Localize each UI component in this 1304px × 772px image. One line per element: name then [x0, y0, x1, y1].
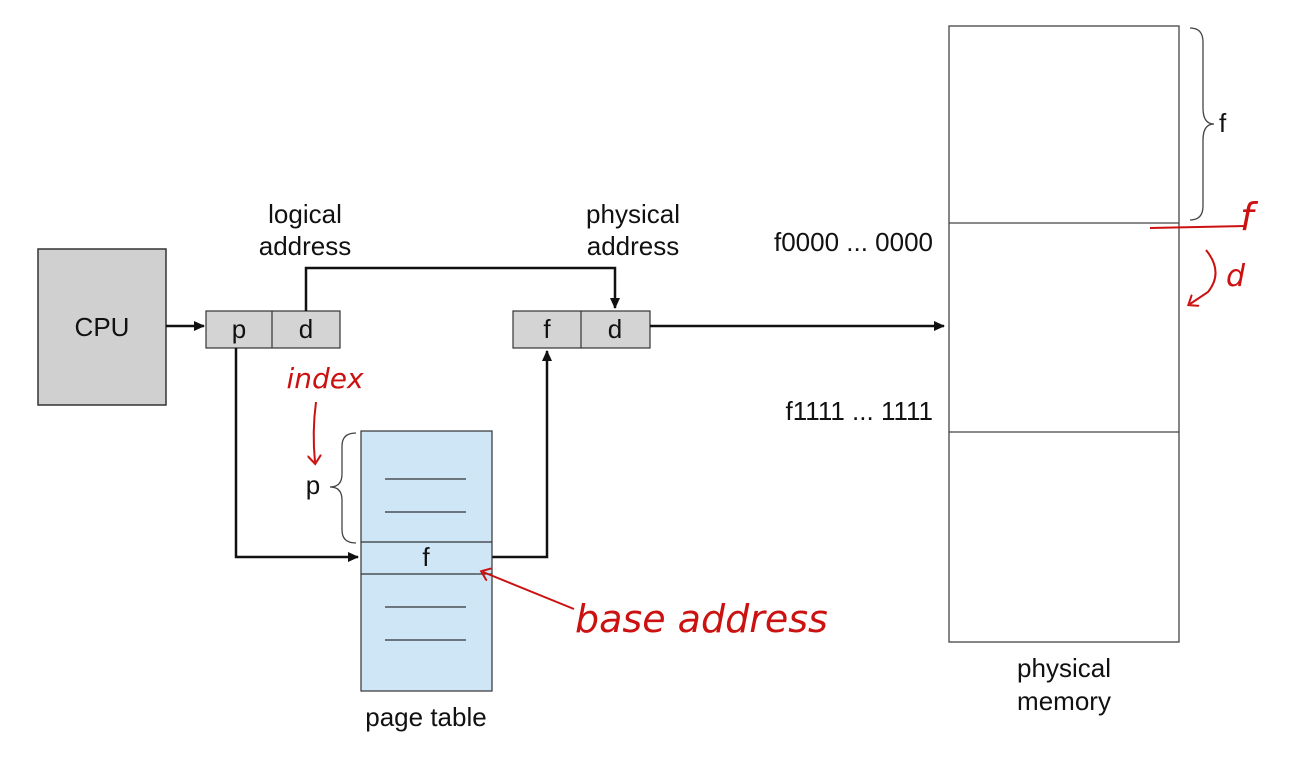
physical-address-title-2: address [587, 231, 680, 261]
logical-offset-field: d [299, 314, 313, 344]
page-table-entry-frame: f [422, 542, 430, 572]
physical-address-title-1: physical [586, 199, 680, 229]
frame-to-physical-arrow [492, 350, 552, 559]
frame-start-address: f0000 ... 0000 [774, 227, 933, 257]
frame-brace-label: f [1219, 108, 1227, 138]
physical-address-register: f d [512, 310, 651, 349]
page-table: f [360, 430, 493, 692]
base-address-annotation: base address [575, 597, 828, 641]
page-index-brace [329, 432, 357, 544]
index-annotation-arrow [314, 401, 316, 462]
cpu-label: CPU [75, 312, 130, 342]
offset-mark-arrow [1190, 249, 1217, 304]
physical-frame-field: f [543, 314, 551, 344]
index-annotation: index [286, 362, 364, 395]
logical-page-field: p [232, 314, 246, 344]
handwritten-annotations: index base address f d [286, 195, 1259, 641]
page-table-caption: page table [365, 702, 486, 732]
logical-address-title-2: address [259, 231, 352, 261]
frame-brace [1189, 27, 1215, 221]
offset-copy-arrow [304, 266, 620, 311]
base-address-annotation-arrow [483, 572, 575, 610]
physical-memory-caption-2: memory [1017, 686, 1111, 716]
offset-mark-annotation: d [1226, 259, 1246, 294]
page-index-label: p [306, 470, 320, 500]
physical-offset-field: d [608, 314, 622, 344]
physical-memory-caption-1: physical [1017, 653, 1111, 683]
logical-address-title-1: logical [268, 199, 342, 229]
frame-mark-annotation: f [1240, 195, 1259, 239]
logical-address-register: p d [205, 310, 341, 349]
frame-boundary-mark [1149, 225, 1247, 229]
physical-memory [948, 25, 1180, 643]
page-number-to-table-arrow [234, 348, 359, 562]
frame-end-address: f1111 ... 1111 [786, 396, 933, 426]
cpu-box: CPU [37, 248, 167, 406]
